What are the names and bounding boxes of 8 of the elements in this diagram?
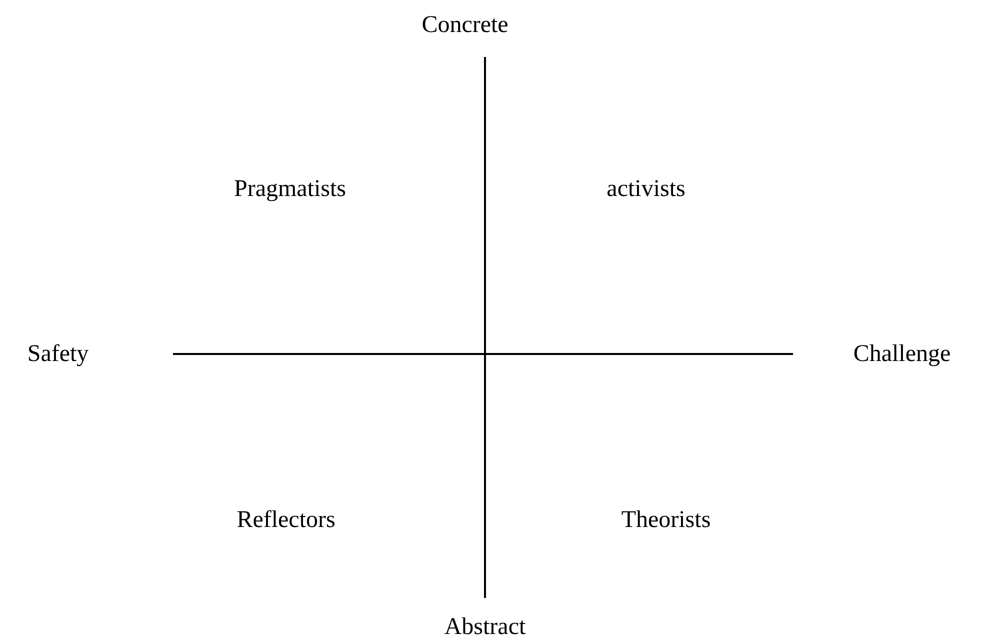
axis-label: Pragmatists — [234, 177, 346, 201]
axis-label: activists — [606, 177, 686, 201]
axis-label: Safety — [27, 342, 89, 366]
axis-label: Concrete — [422, 13, 508, 37]
axis-label: Reflectors — [236, 508, 336, 532]
axis-label: Challenge — [853, 342, 951, 366]
axis-label: Theorists — [621, 508, 711, 532]
axis-label: Abstract — [444, 615, 526, 639]
